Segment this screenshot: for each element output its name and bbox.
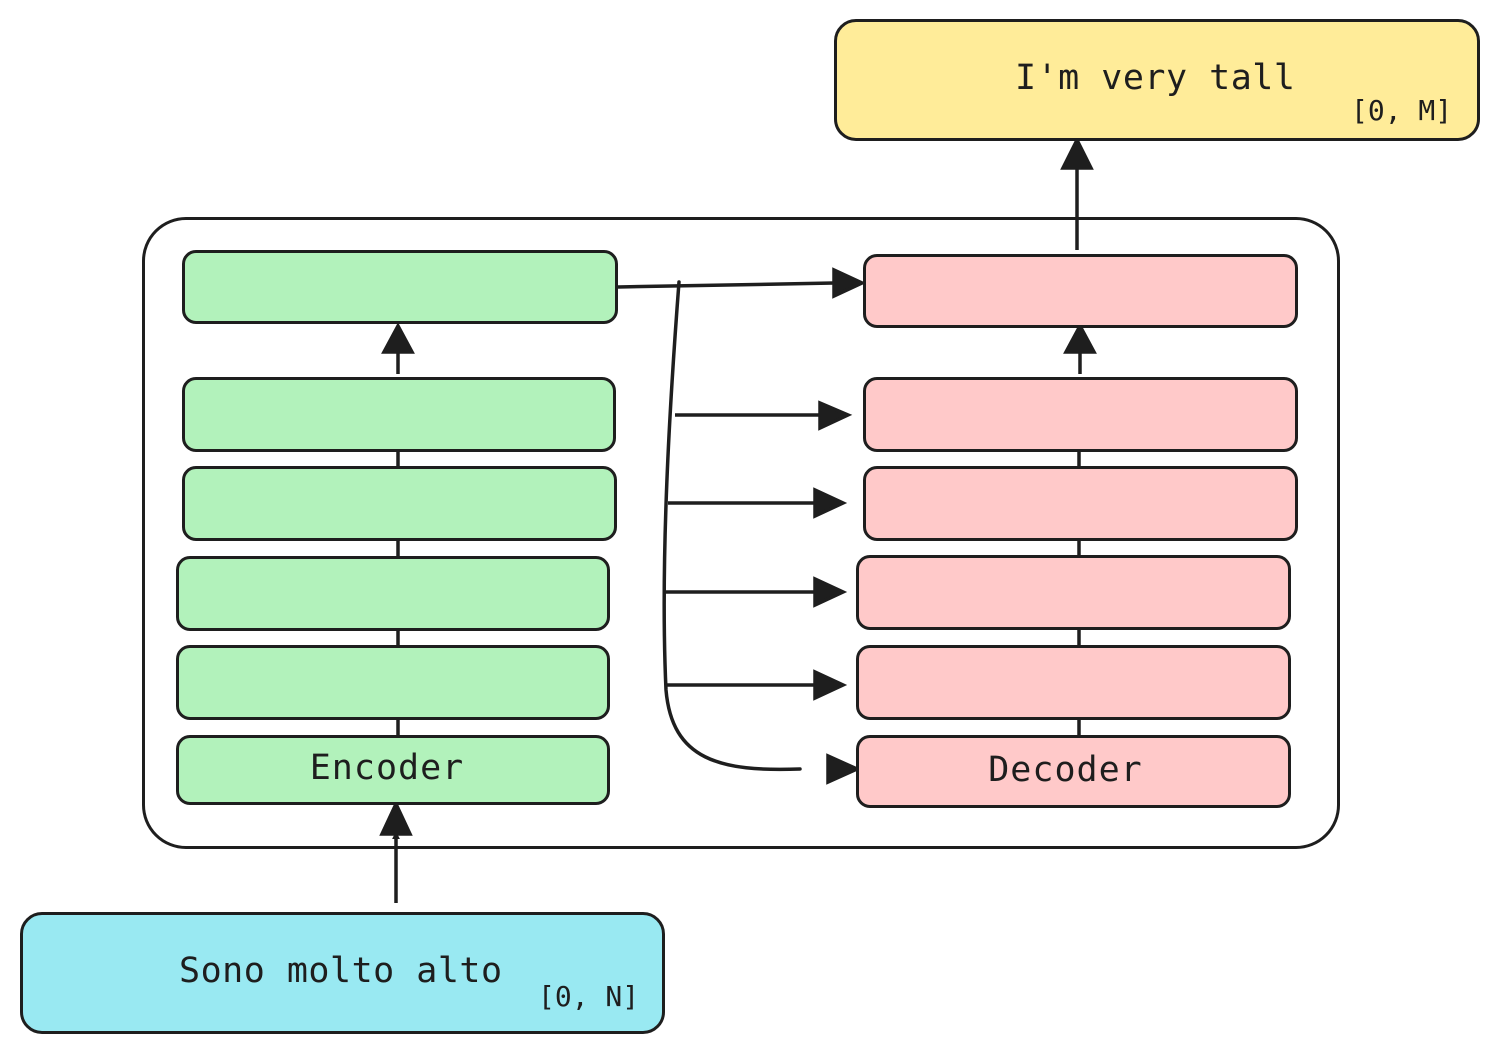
arrow-head-2 — [818, 400, 853, 431]
arrow-head-6 — [826, 753, 862, 785]
decoder-top-arrow-head — [1063, 322, 1097, 354]
input-arrow-head — [379, 799, 413, 836]
decoder-layer-5 — [863, 377, 1298, 452]
decoder-layer-1: Decoder — [856, 735, 1291, 808]
model-container — [142, 217, 1340, 849]
input-sequence-box: Sono molto alto [0, N] — [20, 912, 665, 1034]
encoder-layer-2 — [176, 645, 610, 720]
output-sequence-box: I'm very tall [0, M] — [834, 19, 1480, 141]
input-range: [0, N] — [538, 980, 640, 1013]
decoder-layer-3 — [856, 555, 1291, 630]
decoder-label: Decoder — [988, 750, 1143, 790]
encoder-layer-1: Encoder — [176, 735, 610, 805]
encoder-label: Encoder — [309, 748, 465, 788]
arrow-head-4 — [813, 576, 848, 608]
decoder-layer-2 — [856, 645, 1291, 720]
arrow-head-5 — [813, 669, 848, 701]
decoder-layer-6 — [863, 254, 1298, 328]
output-text: I'm very tall — [1015, 58, 1296, 98]
decoder-output-arrow-head — [1060, 136, 1094, 170]
decoder-layer-4 — [863, 466, 1298, 541]
arrow-head-3 — [813, 487, 848, 519]
encoder-feed-line — [662, 280, 802, 772]
input-text: Sono molto alto — [179, 951, 503, 991]
encoder-layer-5 — [182, 377, 616, 452]
arrow-head-1 — [832, 267, 867, 299]
encoder-top-arrow-head — [381, 322, 415, 354]
encoder-to-decoder-arrow-1 — [617, 281, 835, 289]
output-range: [0, M] — [1351, 94, 1453, 127]
encoder-layer-3 — [176, 556, 610, 631]
encoder-layer-6 — [182, 250, 618, 324]
encoder-layer-4 — [182, 466, 617, 541]
